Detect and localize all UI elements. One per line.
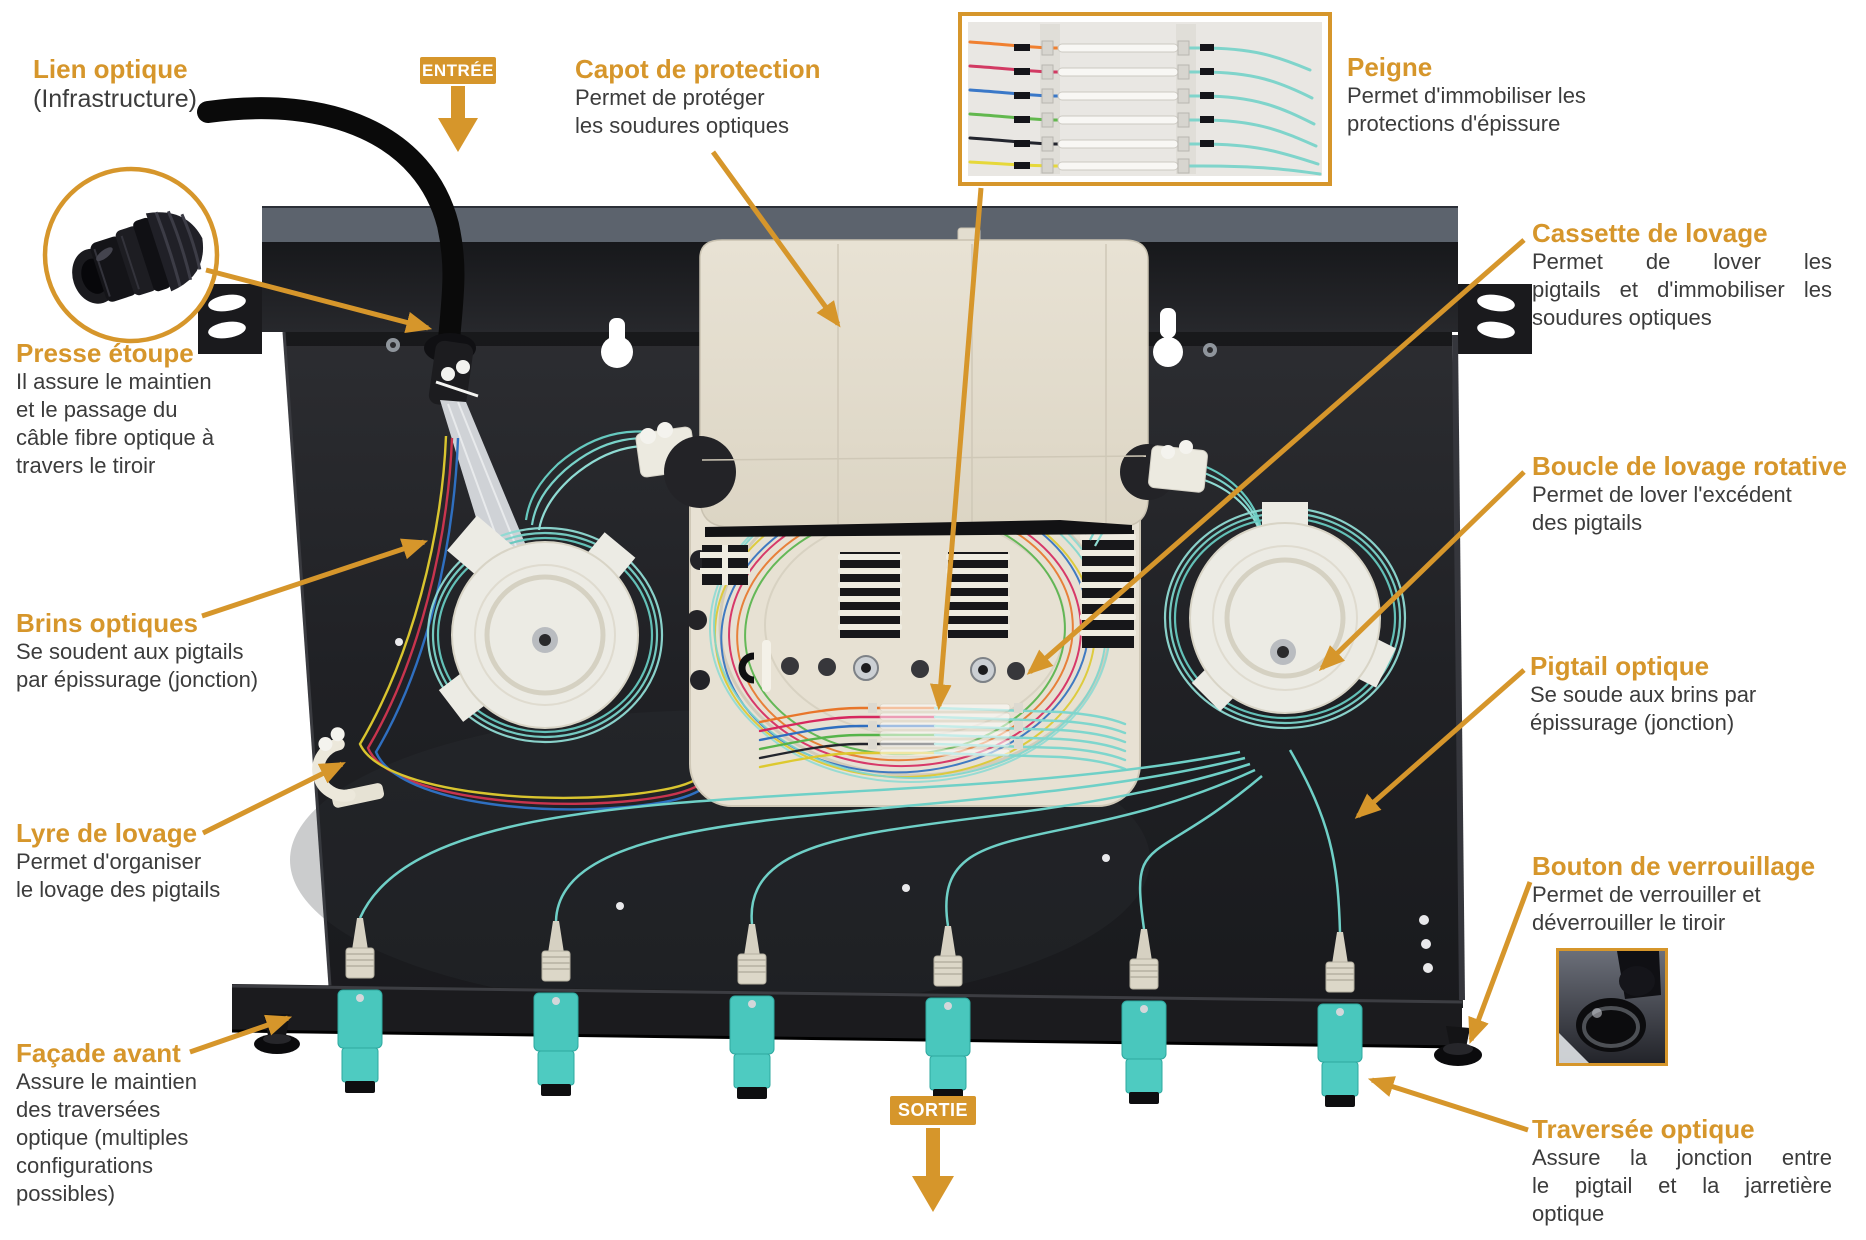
cassette-centre-row	[738, 640, 1025, 692]
entree-badge: ENTRÉE	[420, 57, 496, 84]
callout-line: déverrouiller le tiroir	[1532, 910, 1726, 935]
cable-gland-inset	[42, 166, 220, 344]
callout-line: optique	[1532, 1201, 1605, 1226]
colored-fiber-strands	[358, 435, 711, 811]
callout-title: Peigne	[1347, 52, 1433, 82]
callout-traversee: Traversée optique Assure la jonction ent…	[1532, 1114, 1832, 1228]
sc-feedthrough	[533, 921, 579, 1096]
callout-title: Bouton de verrouillage	[1532, 851, 1816, 881]
callout-capot: Capot de protection Permet de protéger l…	[575, 54, 821, 140]
callout-line: Permet d'immobiliser les	[1347, 83, 1586, 108]
callout-line: Permet de verrouiller et	[1532, 882, 1761, 907]
callout-line: travers le tiroir	[16, 453, 156, 478]
callout-line: Assure le maintien	[16, 1069, 197, 1094]
callout-title: Façade avant	[16, 1038, 181, 1068]
callout-title: Pigtail optique	[1530, 651, 1710, 681]
callout-line: Il assure le maintien	[16, 369, 212, 394]
callout-pigtail: Pigtail optique Se soude aux brins par é…	[1530, 651, 1756, 737]
callout-bouton: Bouton de verrouillage Permet de verroui…	[1532, 851, 1815, 937]
callout-boucle: Boucle de lovage rotative Permet de love…	[1532, 451, 1847, 537]
sc-feedthrough	[1317, 932, 1363, 1107]
callout-title: Boucle de lovage rotative	[1532, 451, 1847, 481]
callout-title: Cassette de lovage	[1532, 218, 1768, 248]
callout-line: et le passage du	[16, 397, 178, 422]
callout-line: pigtails et d'immobiliser les	[1532, 277, 1832, 302]
pigtail-fibers	[358, 749, 1342, 933]
optic-feedthroughs	[337, 918, 1363, 1107]
callout-line: le pigtail et la jarretière	[1532, 1173, 1832, 1198]
callout-line: Permet de lover les	[1532, 249, 1832, 274]
callout-line: câble fibre optique à	[16, 425, 215, 450]
callout-line: optique (multiples	[16, 1125, 189, 1150]
callout-line: configurations	[16, 1153, 153, 1178]
callout-cassette: Cassette de lovage Permet de lover les p…	[1532, 218, 1832, 332]
locking-foot	[1434, 1026, 1482, 1066]
callout-line: possibles)	[16, 1181, 116, 1206]
optic-cable	[197, 97, 532, 570]
sortie-badge: SORTIE	[890, 1096, 976, 1125]
sc-feedthrough	[729, 924, 775, 1099]
callout-title: Presse étoupe	[16, 338, 194, 368]
callout-facade: Façade avant Assure le maintien des trav…	[16, 1038, 197, 1208]
callout-line: le lovage des pigtails	[16, 877, 221, 902]
sc-feedthrough	[1121, 929, 1167, 1104]
callout-title: Capot de protection	[575, 54, 821, 84]
comb-photo	[968, 22, 1322, 176]
callout-line: Se soude aux brins par	[1530, 682, 1757, 707]
comb-inset	[958, 12, 1332, 186]
callout-line: soudures optiques	[1532, 305, 1712, 330]
callout-lien-optique: Lien optique (Infrastructure)	[33, 54, 197, 114]
callout-line: Assure la jonction entre	[1532, 1145, 1832, 1170]
callout-line: par épissurage (jonction)	[16, 667, 259, 692]
callout-title: Traversée optique	[1532, 1114, 1755, 1144]
callout-peigne: Peigne Permet d'immobiliser les protecti…	[1347, 52, 1586, 138]
callout-title: Lien optique	[33, 54, 188, 84]
locking-button-inset	[1556, 948, 1668, 1066]
callout-title: Lyre de lovage	[16, 818, 198, 848]
callout-line: des traversées	[16, 1097, 161, 1122]
callout-line: des pigtails	[1532, 510, 1643, 535]
protective-cover	[664, 227, 1176, 537]
callout-line: (Infrastructure)	[33, 85, 197, 113]
cable-gland-inside	[424, 333, 532, 570]
callout-line: Permet de protéger	[575, 85, 765, 110]
splice-protections	[758, 703, 1127, 771]
callout-title: Brins optiques	[16, 608, 199, 638]
sc-feedthrough	[925, 926, 971, 1101]
sc-feedthrough	[337, 918, 383, 1093]
callout-lyre: Lyre de lovage Permet d'organiser le lov…	[16, 818, 220, 904]
cable-gland-photo	[72, 210, 204, 304]
callout-line: Se soudent aux pigtails	[16, 639, 244, 664]
keyhole-cutout	[601, 318, 633, 368]
callout-brins-optiques: Brins optiques Se soudent aux pigtails p…	[16, 608, 258, 694]
left-coiling-loop	[426, 515, 664, 744]
callout-line: Permet de lover l'excédent	[1532, 482, 1792, 507]
callout-line: les soudures optiques	[575, 113, 790, 138]
callout-line: épissurage (jonction)	[1530, 710, 1735, 735]
callout-line: protections d'épissure	[1347, 111, 1561, 136]
locking-button-photo	[1559, 951, 1665, 1063]
callout-presse-etoupe: Presse étoupe Il assure le maintien et l…	[16, 338, 214, 480]
callout-line: Permet d'organiser	[16, 849, 202, 874]
